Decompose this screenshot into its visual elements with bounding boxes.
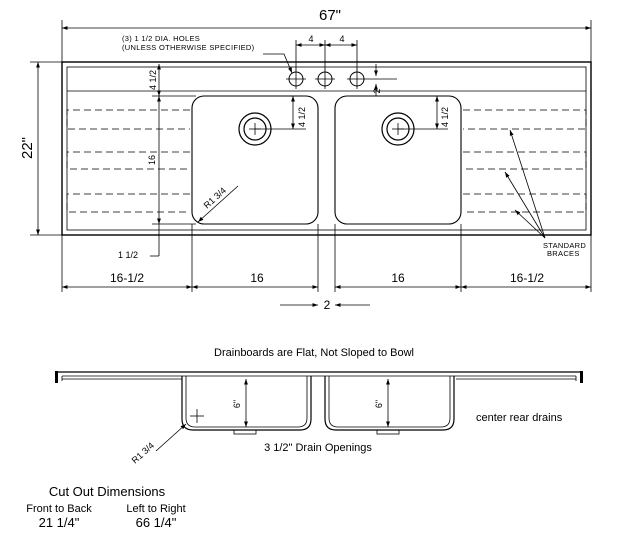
left-drain-outlet: [233, 429, 257, 435]
bowl-depth-label: 16: [147, 155, 157, 165]
standard-braces-line2: BRACES: [547, 249, 580, 258]
hole-spacing-right-label: 4: [339, 34, 344, 44]
width-label-4: 16-1/2: [510, 271, 544, 285]
left-to-right-label: Left to Right: [126, 503, 185, 515]
standard-braces-leaders: [504, 129, 546, 239]
sink-outline: [61, 61, 592, 236]
width-label-1: 16-1/2: [110, 271, 144, 285]
corner-radius-leader: [197, 185, 239, 223]
drain-note: center rear drains: [476, 412, 563, 424]
bowl-depth-right-label: 6": [374, 400, 384, 408]
top-view: 67" 22": [19, 7, 592, 312]
bowl-depth-left-label: 6": [232, 400, 242, 408]
drain-offset-right-label: 4 1/2: [440, 107, 450, 127]
left-bowl: [191, 95, 319, 225]
front-to-back-value: 21 1/4": [39, 515, 80, 530]
sink-inner-edge: [66, 66, 587, 231]
rear-margin-label: 4 1/2: [148, 70, 158, 90]
front-corner-radius-label: R1 3/4: [130, 440, 156, 465]
bowl-gap-label: 2: [324, 298, 331, 312]
hole-spacing-left-label: 4: [308, 34, 313, 44]
front-corner-radius-leader: [155, 423, 187, 452]
left-to-right-value: 66 1/4": [136, 515, 177, 530]
right-drainboard-braces: [463, 109, 587, 213]
faucet-holes: [286, 69, 397, 89]
width-label-2: 16: [250, 271, 264, 285]
drain-center-mark: [190, 409, 204, 423]
front-margin-label: 1 1/2: [118, 250, 138, 260]
left-bowl-profile: [181, 376, 312, 431]
left-drainboard-braces: [66, 109, 190, 213]
holes-note-line2: (UNLESS OTHERWISE SPECIFIED): [122, 43, 255, 52]
depth-label: 22": [19, 137, 36, 159]
right-bowl-profile: [324, 376, 455, 431]
cutout-title: Cut Out Dimensions: [49, 484, 166, 499]
width-label-3: 16: [391, 271, 405, 285]
front-view: Drainboards are Flat, Not Sloped to Bowl…: [55, 347, 583, 465]
hole-setback-label: 2: [372, 88, 382, 93]
left-end-flange: [55, 371, 58, 383]
holes-note-leader: [263, 53, 293, 74]
overall-width-label: 67": [319, 7, 341, 24]
right-drain-outlet: [376, 429, 400, 435]
front-view-title: Drainboards are Flat, Not Sloped to Bowl: [214, 347, 414, 359]
front-to-back-label: Front to Back: [26, 503, 92, 515]
standard-braces-line1: STANDARD: [543, 241, 586, 250]
cutout-dimensions: Cut Out Dimensions Front to Back Left to…: [26, 484, 185, 530]
right-bowl: [334, 95, 462, 225]
drain-openings-label: 3 1/2" Drain Openings: [264, 442, 372, 454]
holes-note-line1: (3) 1 1/2 DIA. HOLES: [122, 34, 200, 43]
drain-offset-left-label: 4 1/2: [297, 107, 307, 127]
right-end-flange: [580, 371, 583, 383]
